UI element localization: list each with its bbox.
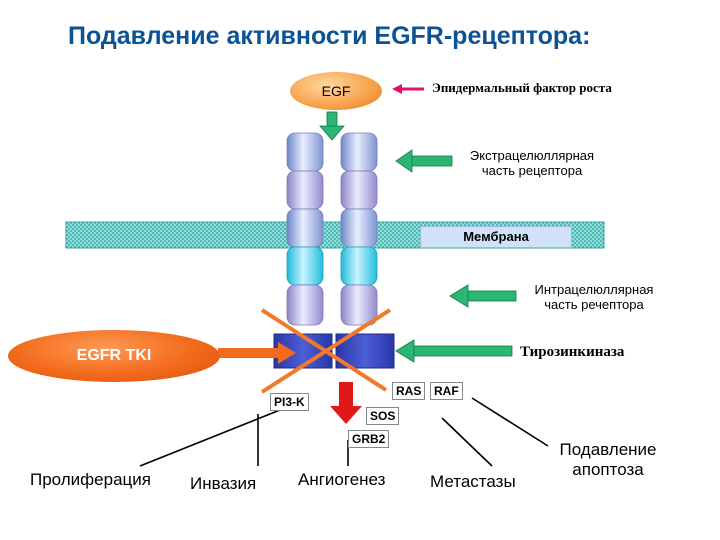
page-title: Подавление активности EGFR-рецептора:: [68, 22, 591, 50]
outcome-angiogenesis: Ангиогенез: [298, 470, 386, 489]
egf-label: EGF: [321, 83, 351, 99]
kinase-arrow-icon: [395, 339, 513, 363]
egfr-tki: EGFR TKI: [8, 330, 220, 382]
intracellular-label: Интрацелюллярная часть речептора: [534, 282, 654, 312]
intracellular-arrow-icon: [449, 284, 517, 308]
outcome-metastasis: Метастазы: [430, 472, 516, 491]
outcome-apoptosis: Подавление апоптоза: [559, 440, 657, 479]
grb2-box: GRB2: [348, 430, 390, 448]
tki-arrow-icon: [218, 342, 296, 364]
pink-arrow-icon: [392, 84, 424, 94]
egf-description: Эпидермальный фактор роста: [432, 80, 612, 95]
signal-down-arrow-icon: [330, 382, 362, 424]
receptor-left-column: [286, 132, 324, 326]
line-apoptosis: [471, 397, 549, 447]
sos-box: SOS: [366, 407, 400, 425]
pi3k-box: PI3-K: [270, 393, 309, 411]
egf-ligand: EGF: [290, 72, 382, 110]
inhibition-cross-line-2: [260, 308, 392, 394]
egfr-tki-label: EGFR TKI: [76, 347, 152, 364]
extracellular-arrow-icon: [395, 149, 453, 173]
raf-box: RAF: [430, 382, 463, 400]
outcome-invasion: Инвазия: [190, 474, 257, 493]
receptor-right-column: [340, 132, 378, 326]
egf-binding-arrow-icon: [319, 111, 345, 141]
ras-box: RAS: [392, 382, 426, 400]
membrane-label: Мембрана: [420, 226, 572, 248]
extracellular-label: Экстрацелюллярная часть рецептора: [469, 148, 595, 178]
outcome-proliferation: Пролиферация: [30, 470, 151, 489]
line-proliferation: [139, 407, 286, 467]
kinase-label: Тирозинкиназа: [520, 344, 625, 360]
line-metastasis: [441, 417, 493, 467]
